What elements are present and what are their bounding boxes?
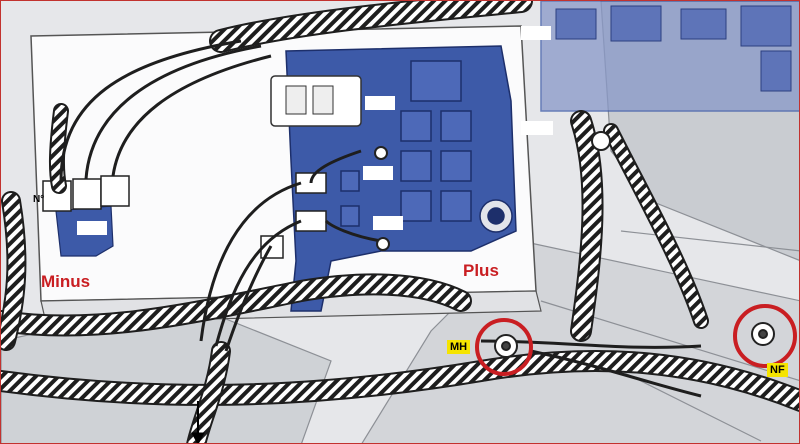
masked-label (521, 121, 553, 135)
masked-label (77, 221, 107, 235)
minus-label: Minus (41, 272, 91, 291)
masked-label (363, 166, 393, 180)
connector-plug (270, 75, 362, 127)
callout-circle-nf (733, 304, 797, 368)
masked-label (365, 96, 395, 110)
masked-label (521, 26, 551, 40)
masked-label (373, 216, 403, 230)
arrow-down-icon (191, 401, 205, 443)
plus-label: Plus (463, 261, 499, 280)
ground-tag-mh: MH (447, 340, 471, 354)
relay-block (540, 1, 799, 112)
ground-eyelets (374, 131, 775, 358)
battery-cables (59, 39, 702, 398)
callout-circle-mh (475, 318, 533, 376)
n-label: N° (33, 194, 45, 205)
ground-tag-nf: NF (767, 363, 788, 377)
